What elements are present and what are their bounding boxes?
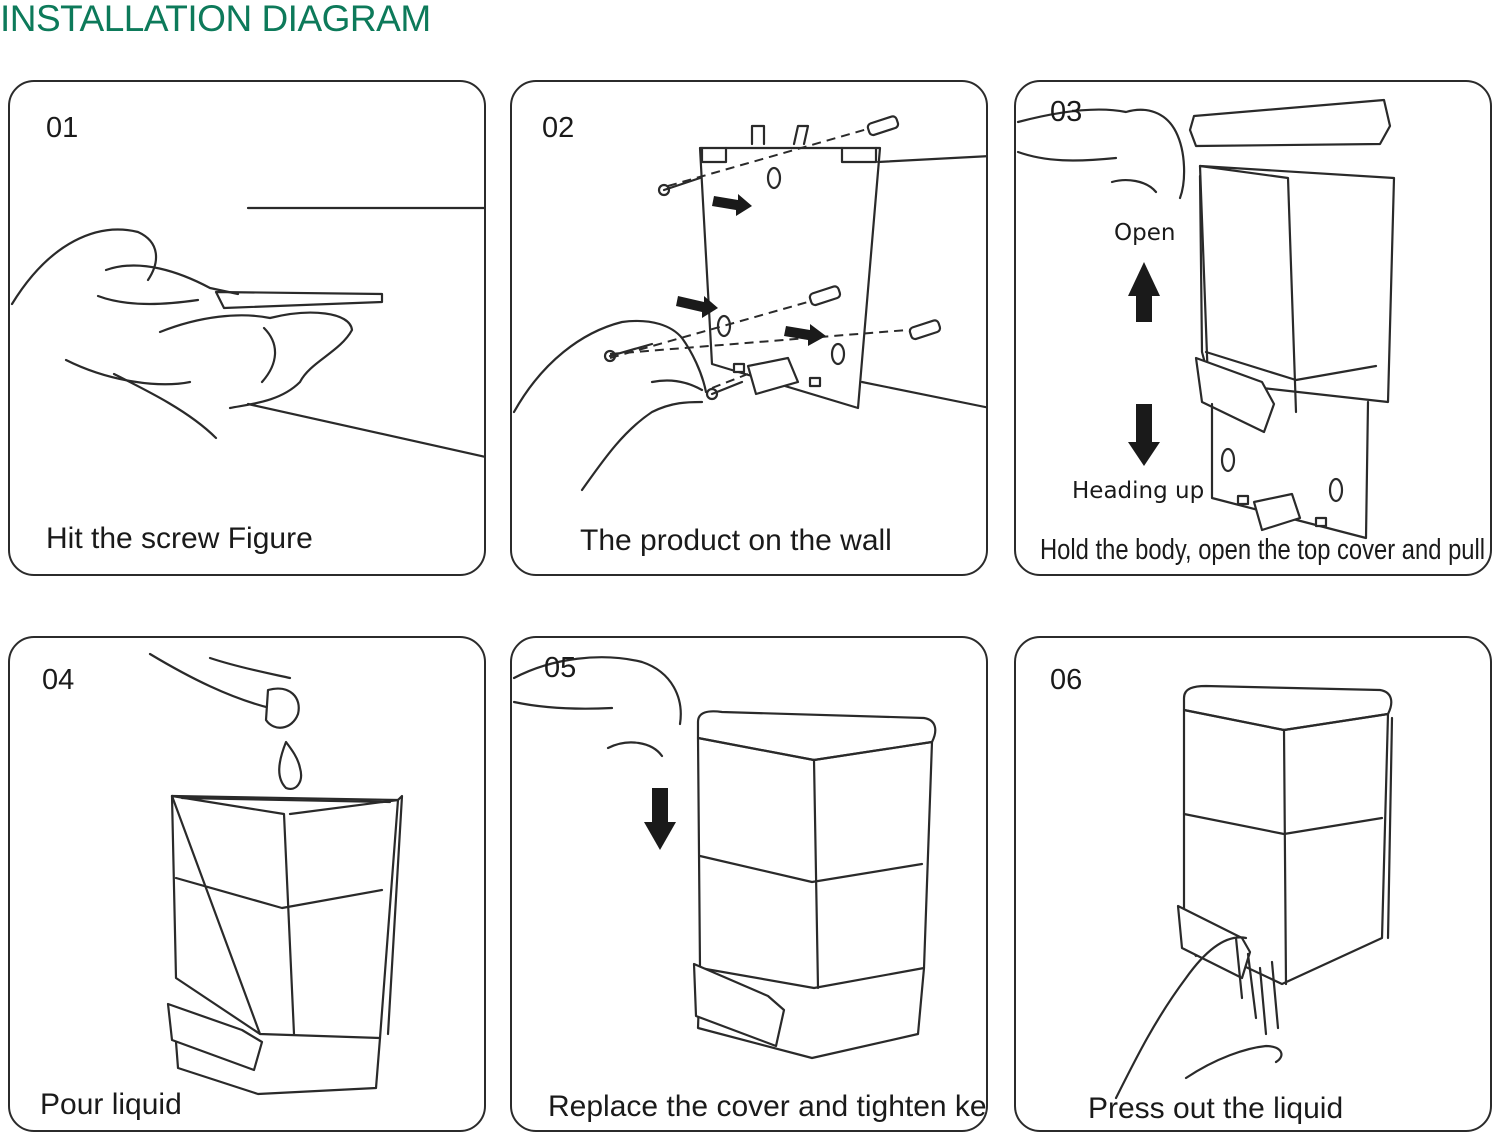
step-caption: The product on the wall xyxy=(580,524,892,557)
step-number: 06 xyxy=(1050,664,1083,696)
step-caption: Hold the body, open the top cover and pu… xyxy=(1040,534,1492,566)
pour-liquid-illustration xyxy=(148,652,404,1096)
open-label: Open xyxy=(1114,220,1176,246)
step-panel-04: 04 Pour liquid xyxy=(8,636,486,1132)
step-panel-03: 03 Open Heading up Hold the body, open t… xyxy=(1014,80,1492,576)
mount-plate-illustration xyxy=(512,115,986,492)
step-number: 01 xyxy=(46,112,79,144)
step-panel-05: 05 Replace the cover and tighten key xyxy=(510,636,988,1132)
open-cover-illustration xyxy=(1016,98,1396,540)
press-liquid-illustration xyxy=(1114,684,1394,1100)
step-caption: Pour liquid xyxy=(40,1088,182,1121)
step-panel-01: 01 Hit the screw Figure xyxy=(8,80,486,576)
step-number: 05 xyxy=(544,652,577,684)
step-panel-06: 06 Press out the liquid xyxy=(1014,636,1492,1132)
step-number: 03 xyxy=(1050,96,1083,128)
heading-up-label: Heading up xyxy=(1072,478,1205,504)
step-caption: Hit the screw Figure xyxy=(46,522,313,555)
step-caption: Press out the liquid xyxy=(1088,1092,1344,1125)
drill-wall-illustration xyxy=(10,206,484,458)
step-number: 04 xyxy=(42,664,75,696)
step-panel-02: 02 The product on the wall xyxy=(510,80,988,576)
replace-cover-illustration xyxy=(512,656,937,1060)
step-number: 02 xyxy=(542,112,575,144)
step-caption: Replace the cover and tighten key xyxy=(548,1090,988,1123)
page-title: INSTALLATION DIAGRAM xyxy=(0,0,431,39)
